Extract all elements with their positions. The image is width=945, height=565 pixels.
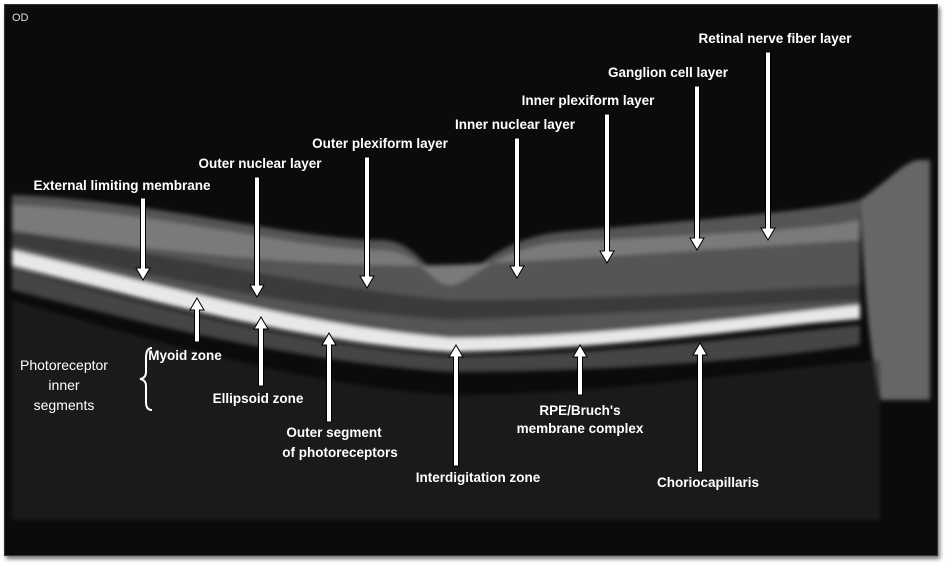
arrow-rpe — [572, 344, 588, 396]
label-inl: Inner nuclear layer — [455, 117, 576, 132]
label-pis-1: Photoreceptor — [20, 357, 108, 373]
label-gcl: Ganglion cell layer — [608, 65, 729, 80]
label-opl: Outer plexiform layer — [312, 136, 449, 151]
arrow-onl — [249, 176, 265, 298]
arrow-ellipsoid — [253, 316, 269, 387]
arrow-inl — [509, 137, 525, 279]
choroid-texture — [12, 300, 880, 520]
label-outer-segment-1: Outer segment — [286, 425, 382, 440]
arrow-elm — [135, 197, 151, 281]
bracket — [139, 347, 153, 411]
retina-bands — [12, 160, 930, 400]
layer-arrows — [135, 51, 776, 473]
label-onl: Outer nuclear layer — [198, 156, 322, 171]
label-rpe-2: membrane complex — [517, 421, 644, 436]
eye-label: OD — [12, 12, 29, 24]
arrow-rnfl — [760, 51, 776, 241]
arrow-opl — [359, 156, 375, 289]
label-myoid: Myoid zone — [148, 348, 222, 363]
label-pis-2: inner — [48, 377, 79, 393]
label-pis-3: segments — [34, 397, 95, 413]
label-choriocapillaris: Choriocapillaris — [657, 475, 759, 490]
label-rpe-1: RPE/Bruch's — [539, 403, 620, 418]
label-rnfl: Retinal nerve fiber layer — [698, 31, 852, 46]
label-elm: External limiting membrane — [33, 178, 211, 193]
arrow-gcl — [689, 85, 705, 251]
label-interdigitation: Interdigitation zone — [416, 470, 541, 485]
arrow-ipl — [599, 113, 615, 264]
label-ellipsoid: Ellipsoid zone — [213, 391, 304, 406]
label-ipl: Inner plexiform layer — [522, 93, 656, 108]
arrow-choriocapillaris — [692, 342, 708, 473]
arrow-myoid — [189, 297, 205, 343]
arrow-interdigitation — [448, 344, 464, 467]
arrow-outer-segment — [321, 332, 337, 423]
label-outer-segment-2: of photoreceptors — [282, 445, 398, 460]
